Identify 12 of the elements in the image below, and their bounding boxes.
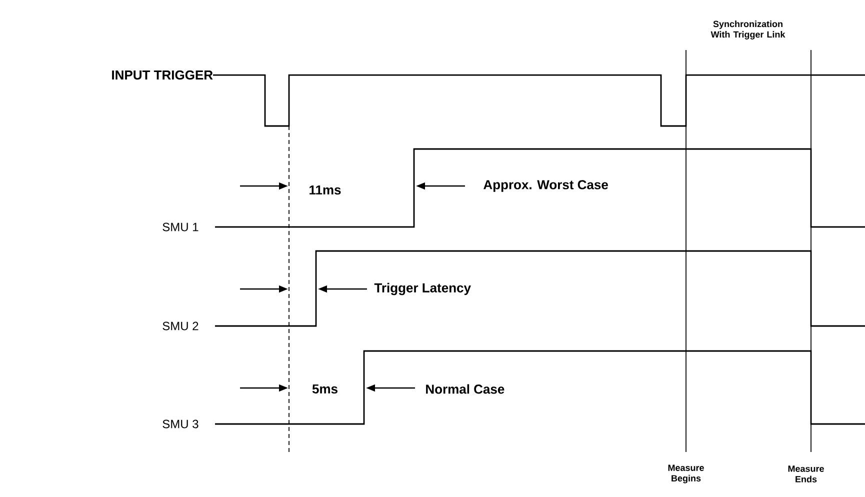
annotation-label: Normal Case	[426, 384, 504, 394]
signal-name: SMU 1	[162, 222, 198, 232]
annotation-label: Trigger Latency	[374, 282, 471, 296]
signal-name: SMU 3	[162, 420, 198, 428]
heading-label: Synchronization With Trigger Link	[710, 20, 786, 40]
dimension-label: 11ms	[310, 185, 341, 195]
annotation-label: Approx. Worst Case	[484, 180, 608, 192]
marker-label: Measure Ends	[788, 466, 824, 482]
dimension-label: 5ms	[312, 384, 338, 394]
signal-name: SMU 2	[162, 322, 198, 330]
marker-label: Measure Begins	[668, 464, 704, 484]
signal-name: INPUT TRIGGER	[112, 70, 213, 80]
